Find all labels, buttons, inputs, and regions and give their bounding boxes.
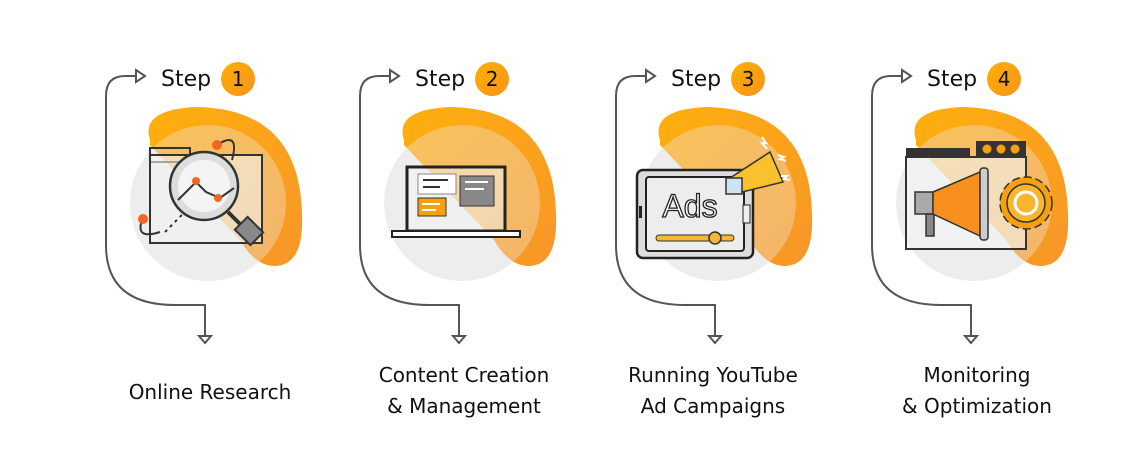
step-word: Step [671,66,722,92]
step-number-badge: 1 [221,62,256,96]
magnifier-folder-icon [138,139,265,247]
step-word: Step [927,66,978,92]
step-label-line: Running YouTube [628,363,798,387]
arrowhead-right-icon [901,68,913,84]
step-label-line: Online Research [128,380,292,404]
arrowhead-right-icon [135,68,147,84]
step-number-badge: 2 [475,62,510,96]
connector-arrow [615,75,716,336]
step-heading: Step 3 [671,62,766,96]
step-heading: Step 4 [927,62,1022,96]
step-word: Step [161,66,212,92]
step-label: Running YouTube Ad Campaigns [593,360,833,422]
step-label-line: & Management [387,394,541,418]
step-word: Step [415,66,466,92]
step-label-line: Monitoring [923,363,1031,387]
arrowhead-down-icon [196,335,214,345]
step-label-line: Ad Campaigns [640,394,786,418]
step-number-badge: 4 [987,62,1022,96]
arrowhead-right-icon [645,68,657,84]
laptop-content-icon [391,165,521,238]
arrowhead-down-icon [450,335,468,345]
step-2-graphic [359,68,557,345]
step-label: Content Creation & Management [344,360,584,422]
connector-arrow [105,75,206,336]
step-heading: Step 2 [415,62,510,96]
step-label: Monitoring & Optimization [857,360,1097,422]
step-label-line: & Optimization [902,394,1052,418]
arrowhead-right-icon [389,68,401,84]
ads-text: Ads [662,188,717,224]
step-3-graphic: Ads [615,68,813,345]
step-1-graphic [105,68,303,345]
tablet-ads-megaphone-icon: Ads [635,136,791,260]
step-number-badge: 3 [731,62,766,96]
step-heading: Step 1 [161,62,256,96]
arrowhead-down-icon [962,335,980,345]
step-label-line: Content Creation [378,363,550,387]
step-label: Online Research [90,377,330,408]
arrowhead-down-icon [706,335,724,345]
browser-megaphone-gear-icon [905,141,1053,250]
connector-arrow [871,75,972,336]
connector-arrow [359,75,460,336]
step-4-graphic [871,68,1069,345]
